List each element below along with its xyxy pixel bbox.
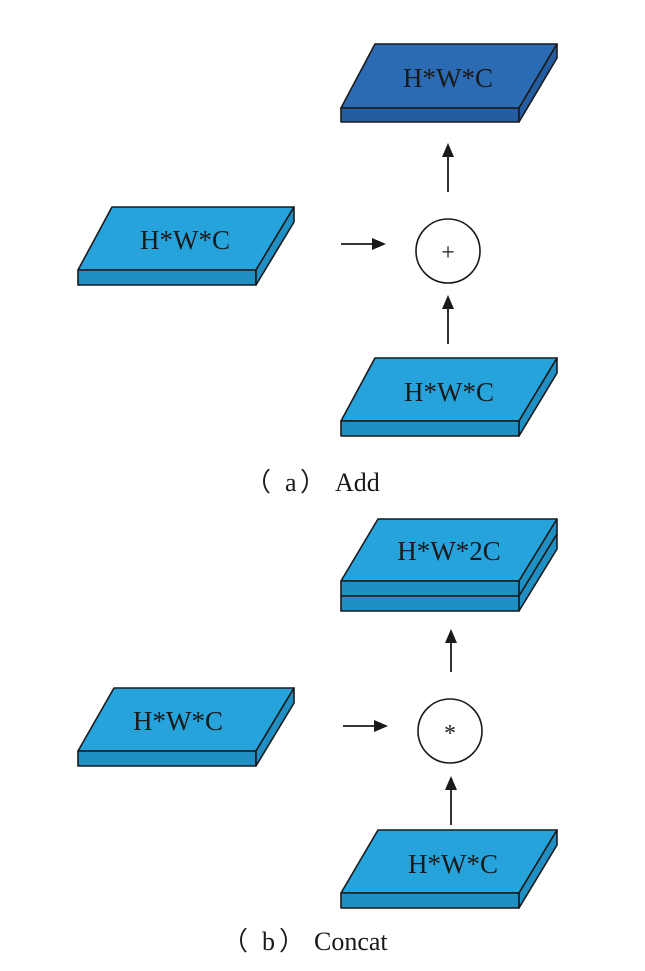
add-operator-symbol: + — [441, 240, 455, 266]
concat-input-bottom-tensor: H*W*C — [340, 829, 558, 909]
concat-input-left-label: H*W*C — [133, 706, 223, 736]
add-caption-letter: a — [285, 468, 297, 497]
add-arrow-from-bottom — [442, 295, 454, 344]
add-input-bottom-front — [340, 420, 520, 437]
add-output-side — [518, 43, 558, 123]
add-input-left-label: H*W*C — [140, 225, 230, 255]
concat-caption-open: （ — [222, 927, 248, 956]
add-input-left-front — [77, 269, 257, 286]
concat-input-bottom-side — [518, 829, 558, 909]
add-output-tensor: H*W*C — [340, 43, 558, 123]
concat-arrow-to-output — [445, 629, 457, 672]
add-input-left-side — [255, 206, 295, 286]
add-diagram: H*W*C H*W*C + — [77, 43, 558, 497]
add-input-bottom-label: H*W*C — [404, 377, 494, 407]
concat-output-tensor: H*W*2C — [340, 518, 558, 612]
concat-output-side-lower — [518, 533, 558, 612]
concat-operator: * — [417, 698, 483, 764]
concat-input-left-tensor: H*W*C — [77, 687, 295, 767]
concat-input-bottom-label: H*W*C — [408, 849, 498, 879]
concat-caption: （ b ） Concat — [222, 927, 388, 956]
add-caption: （ a ） Add — [245, 468, 380, 497]
concat-input-bottom-front — [340, 892, 520, 909]
add-arrow-to-output — [442, 143, 454, 192]
add-output-label: H*W*C — [403, 63, 493, 93]
concat-diagram: H*W*2C H*W*C * — [77, 518, 558, 956]
concat-input-left-front — [77, 750, 257, 767]
concat-operator-symbol: * — [444, 721, 456, 747]
concat-output-front-lower — [340, 595, 520, 612]
concat-output-label: H*W*2C — [397, 536, 501, 566]
add-caption-close: ） — [300, 468, 326, 497]
add-operator: + — [415, 218, 481, 284]
add-input-left-tensor: H*W*C — [77, 206, 295, 286]
concat-operator-circle — [417, 698, 483, 764]
add-caption-name: Add — [335, 468, 380, 497]
add-operator-circle — [415, 218, 481, 284]
concat-caption-name: Concat — [314, 927, 388, 956]
add-input-bottom-tensor: H*W*C — [340, 357, 558, 437]
concat-arrow-from-left — [343, 720, 388, 732]
add-caption-open: （ — [245, 468, 271, 497]
add-arrow-from-left — [341, 238, 386, 250]
concat-input-left-side — [255, 687, 295, 767]
add-input-bottom-side — [518, 357, 558, 437]
add-output-front — [340, 107, 520, 123]
concat-arrow-from-bottom — [445, 776, 457, 825]
concat-output-front-upper — [340, 580, 520, 597]
concat-caption-close: ） — [279, 927, 305, 956]
concat-caption-letter: b — [262, 927, 275, 956]
